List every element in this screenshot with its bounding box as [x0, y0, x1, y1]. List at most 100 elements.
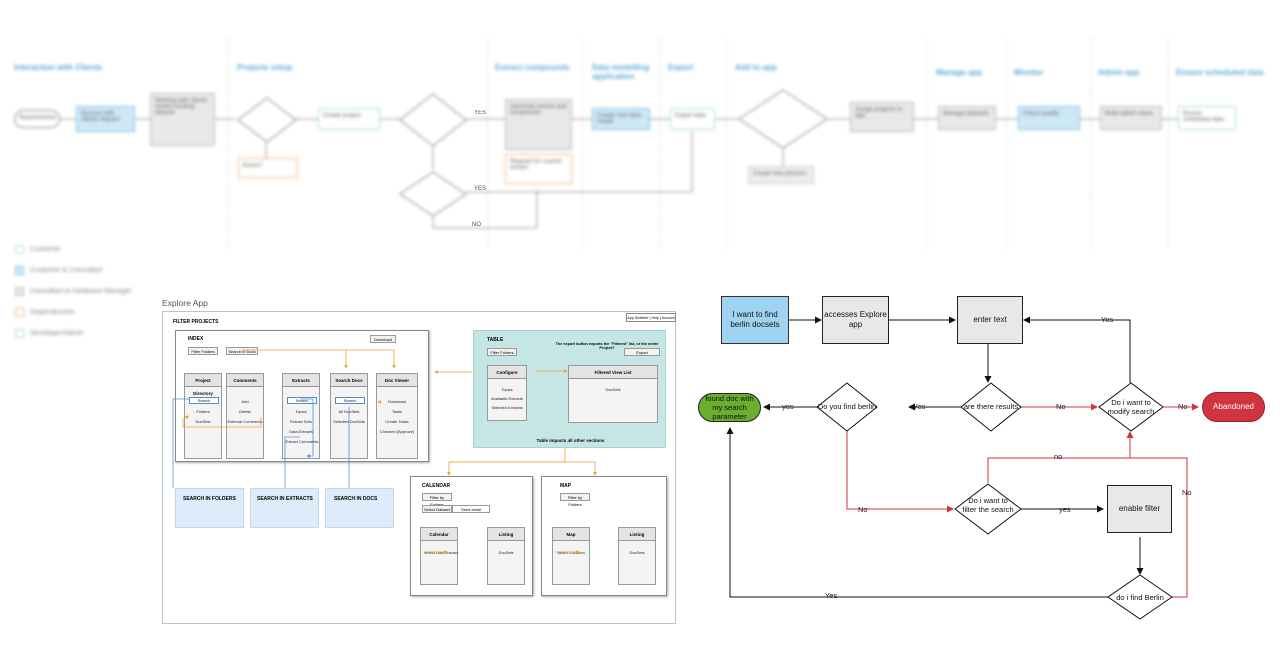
- index-title: INDEX: [188, 336, 204, 342]
- select-dataset-button[interactable]: Select Dataset: [422, 505, 452, 513]
- process-node: Generate extract and compounds: [505, 99, 572, 150]
- search-in-docs-button[interactable]: Search In Docs: [226, 347, 258, 355]
- legend-label: Dependencies: [30, 309, 75, 316]
- column-item[interactable]: Data Extracts: [288, 429, 313, 434]
- accesses-node: accesses Explore app: [822, 296, 889, 344]
- column-item[interactable]: External Comments: [227, 419, 263, 424]
- listing-item[interactable]: DocSets: [629, 550, 645, 555]
- column-item[interactable]: Create Tasks: [385, 419, 409, 424]
- process-map-connectors: [60, 118, 1178, 229]
- column-item[interactable]: Search: [287, 397, 317, 404]
- edge-label: No: [858, 505, 868, 514]
- column-item[interactable]: DocSets: [195, 419, 211, 424]
- edge-label: yes: [1059, 505, 1071, 514]
- decision-modify: [1098, 382, 1164, 432]
- lane-header: Projects setup: [237, 63, 293, 72]
- legend-swatch: [15, 266, 24, 275]
- process-node: Request for custom extract: [505, 154, 572, 184]
- lane-separator: [1168, 38, 1169, 248]
- configure-item[interactable]: Available Extracts: [491, 396, 523, 401]
- process-node: Create project: [318, 108, 380, 130]
- process-node: Export data: [670, 108, 715, 130]
- column-item[interactable]: Topics: [295, 409, 307, 414]
- configure-item[interactable]: Topics: [501, 387, 513, 392]
- column-head: Comments: [227, 374, 263, 387]
- process-decision: [399, 93, 467, 147]
- lane-header: Manage app: [936, 68, 983, 77]
- legend-label: Customer & Consultant: [30, 267, 103, 274]
- process-node: Manage datasets: [938, 106, 996, 130]
- filter-folders-button[interactable]: Filter by Folders: [422, 493, 452, 507]
- column-head: Extracts: [283, 374, 319, 387]
- decision-text: Do i want to modify search: [1107, 398, 1155, 416]
- lane-header: Extract compounds: [495, 63, 570, 72]
- process-node: Ensure scheduled data: [1178, 106, 1236, 130]
- decision-results: [960, 382, 1022, 432]
- table-footer: Table impacts all other sections: [536, 438, 605, 443]
- filtered-view-item[interactable]: DocSets: [605, 387, 621, 392]
- process-node: Create new data model: [592, 108, 650, 130]
- listing-item[interactable]: DocSets: [498, 550, 514, 555]
- column-item[interactable]: Checked (Approve): [379, 429, 415, 434]
- process-node: Meeting with clients review existing dat…: [150, 93, 215, 146]
- column-item[interactable]: Extract Sets: [290, 419, 312, 424]
- process-node: Assign projects to app: [850, 102, 914, 132]
- decision-text: Do you find berlin: [817, 402, 877, 411]
- legend-label: Developer/Admin: [30, 330, 84, 337]
- column-item[interactable]: Delete: [239, 409, 251, 414]
- map-head: Map: [553, 528, 589, 541]
- configure-box: Configure Topics Available Extracts Sele…: [487, 365, 527, 421]
- edge-label: Yes: [1101, 315, 1114, 324]
- lane-header: Monitor: [1014, 68, 1044, 77]
- column-item[interactable]: Folders: [196, 409, 210, 414]
- map-box: Map Select Location: [552, 527, 590, 585]
- configure-item[interactable]: Selected Extracts: [491, 405, 523, 410]
- listing-box: Listing DocSets: [487, 527, 525, 585]
- lane-header: Admin app: [1098, 68, 1140, 77]
- search-in-folders-panel: SEARCH IN FOLDERS: [175, 488, 244, 528]
- wireframe-connectors: [172, 349, 597, 554]
- panel-title: SEARCH IN DOCS: [334, 496, 378, 502]
- filtered-view-head: Filtered View List: [569, 366, 657, 379]
- filter-folders-button[interactable]: Filter Folders: [188, 347, 218, 355]
- process-node: Check quality: [1018, 106, 1080, 130]
- legend-label: Customer: [30, 246, 61, 253]
- map-title: MAP: [560, 483, 572, 489]
- lane-header: Add to app: [735, 63, 777, 72]
- column-item[interactable]: Tasks: [391, 409, 403, 414]
- found-node: found doc with my search parameter: [698, 393, 761, 422]
- column-head: Doc Viewer: [377, 374, 417, 387]
- export-button[interactable]: Export: [624, 348, 660, 356]
- column-item[interactable]: Download: [388, 399, 406, 404]
- lane-header: Export: [668, 63, 694, 72]
- table-panel: TABLE The export button exports the "Fil…: [473, 330, 666, 448]
- start-node: I want to find berlin docsets: [721, 296, 789, 344]
- send-email-field[interactable]: Send email: [452, 505, 490, 513]
- enable-filter-node: enable filter: [1107, 485, 1172, 533]
- column-item[interactable]: Add: [241, 399, 249, 404]
- calendar-panel: CALENDAR Filter by Folders Select Datase…: [410, 476, 533, 596]
- search-in-extracts-panel: SEARCH IN EXTRACTS: [250, 488, 319, 528]
- download-button[interactable]: Download: [370, 335, 396, 343]
- decision-text: Do i want to filter the search: [962, 496, 1014, 514]
- edge-label: Yes: [825, 591, 838, 600]
- process-decision: [237, 97, 297, 143]
- calendar-item[interactable]: Select Data Extract: [423, 550, 459, 555]
- process-node: Discuss with clients request: [76, 106, 135, 132]
- calendar-box: Calendar Select Data Extract: [420, 527, 458, 585]
- column-item[interactable]: Search: [335, 397, 365, 404]
- filter-folders-button[interactable]: Filter Folders: [487, 348, 517, 356]
- index-column: Doc Viewer Download Tasks Create Tasks C…: [376, 373, 418, 459]
- process-decision: [738, 89, 828, 149]
- configure-head: Configure: [488, 366, 526, 379]
- column-item[interactable]: Extract Comments: [285, 439, 319, 444]
- map-item[interactable]: Select Location: [557, 550, 585, 555]
- top-links[interactable]: App Switcher | Help | Account: [626, 313, 676, 322]
- column-item[interactable]: Search: [189, 397, 219, 404]
- index-column: Project Directory Search Folders DocSets: [184, 373, 222, 459]
- lane-separator: [1090, 38, 1091, 248]
- lane-separator: [228, 38, 229, 248]
- enter-text-node: enter text: [957, 296, 1023, 344]
- edge-label: No: [1178, 402, 1188, 411]
- filter-folders-button[interactable]: Filter by Folders: [560, 493, 590, 507]
